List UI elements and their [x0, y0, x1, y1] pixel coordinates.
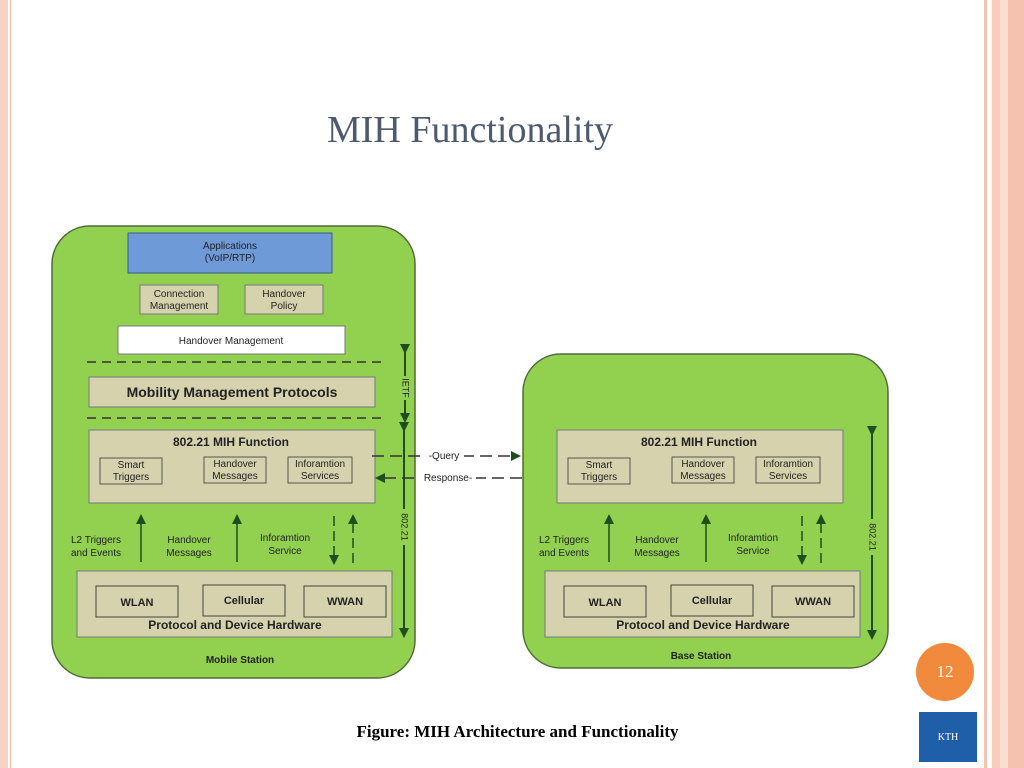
base-station-label: Base Station [671, 651, 732, 662]
handover-policy-label: Handover [262, 289, 306, 300]
mobile-station-label: Mobile Station [206, 655, 274, 666]
base-information-services-label: Inforamtion [763, 459, 813, 470]
wlan-label: WLAN [121, 597, 154, 609]
connection-management-box [139, 284, 219, 315]
figure-caption: Figure: MIH Architecture and Functionali… [356, 722, 679, 741]
query-label-bg [424, 449, 464, 462]
connection-management-label-2: Management [150, 301, 209, 312]
base-ieee-802-21-label: 802.21 [868, 523, 878, 551]
information-services-box [287, 456, 353, 484]
base-information-service-flow-label: Inforamtion [728, 533, 778, 544]
l2-triggers-label-2: and Events [71, 548, 121, 559]
base-handover-messages-label-2: Messages [680, 471, 726, 482]
base-smart-triggers-box [567, 457, 631, 485]
kth-logo-text: KTH [937, 732, 959, 743]
base-l2-triggers-label-2: and Events [539, 548, 589, 559]
base-handover-messages-flow-label: Handover [635, 535, 679, 546]
handover-management-label: Handover Management [179, 336, 284, 347]
handover-messages-box [203, 456, 267, 484]
page-number-badge: 12 [916, 643, 974, 701]
handover-messages-label-2: Messages [212, 471, 258, 482]
information-service-flow-label: Inforamtion [260, 533, 310, 544]
base-smart-triggers-label: Smart [586, 460, 613, 471]
connection-management-label: Connection [154, 289, 205, 300]
slide-frame-right [978, 0, 1024, 768]
base-information-service-flow-label-2: Service [736, 546, 770, 557]
cellular-box [202, 584, 286, 617]
information-service-flow-label-2: Service [268, 546, 302, 557]
hardware-label: Protocol and Device Hardware [148, 618, 322, 632]
handover-messages-label: Handover [213, 459, 257, 470]
ieee-802-21-label: 802.21 [400, 513, 410, 541]
applications-box [127, 232, 333, 274]
kth-logo: KTH [919, 712, 977, 762]
information-services-label-2: Services [301, 471, 339, 482]
wwan-box [303, 585, 387, 618]
response-label-bg [420, 471, 476, 484]
mih-function-title: 802.21 MIH Function [173, 435, 289, 449]
base-handover-messages-label: Handover [681, 459, 725, 470]
base-wwan-label: WWAN [795, 596, 831, 608]
mobility-protocols-box [88, 376, 376, 408]
base-smart-triggers-label-2: Triggers [581, 472, 617, 483]
base-cellular-label: Cellular [692, 595, 733, 607]
applications-label: Applications [203, 241, 257, 252]
base-cellular-box [670, 584, 754, 617]
handover-policy-label-2: Policy [271, 301, 298, 312]
base-information-services-label-2: Services [769, 471, 807, 482]
applications-sub-label: (VoIP/RTP) [205, 253, 255, 264]
base-mih-function-title: 802.21 MIH Function [641, 435, 757, 449]
base-l2-triggers-label: L2 Triggers [539, 535, 589, 546]
cellular-label: Cellular [224, 595, 265, 607]
l2-triggers-label: L2 Triggers [71, 535, 121, 546]
base-wlan-box [563, 585, 647, 618]
base-wlan-label: WLAN [589, 597, 622, 609]
smart-triggers-label: Smart [118, 460, 145, 471]
mobility-protocols-label: Mobility Management Protocols [127, 384, 338, 400]
base-handover-messages-box [671, 456, 735, 484]
handover-management-box [117, 325, 346, 355]
base-hardware-label: Protocol and Device Hardware [616, 618, 790, 632]
base-ieee-802-21-label-bg [866, 519, 878, 555]
base-information-services-box [755, 456, 821, 484]
ieee-802-21-label-bg [398, 509, 410, 545]
handover-messages-flow-label: Handover [167, 535, 211, 546]
ietf-label-bg [399, 376, 411, 400]
handover-policy-box [244, 284, 324, 315]
slide-frame-left-line [10, 0, 11, 768]
smart-triggers-label-2: Triggers [113, 472, 149, 483]
wlan-box [95, 585, 179, 618]
handover-messages-flow-label-2: Messages [166, 548, 212, 559]
query-label: -Query [429, 451, 460, 462]
smart-triggers-box [99, 457, 163, 485]
slide-title: MIH Functionality [326, 109, 614, 151]
base-handover-messages-flow-label-2: Messages [634, 548, 680, 559]
information-services-label: Inforamtion [295, 459, 345, 470]
wwan-label: WWAN [327, 596, 363, 608]
base-wwan-box [771, 585, 855, 618]
ietf-label: IETF [401, 378, 411, 398]
response-label: Response- [424, 473, 472, 484]
slide-frame-left [0, 0, 8, 768]
